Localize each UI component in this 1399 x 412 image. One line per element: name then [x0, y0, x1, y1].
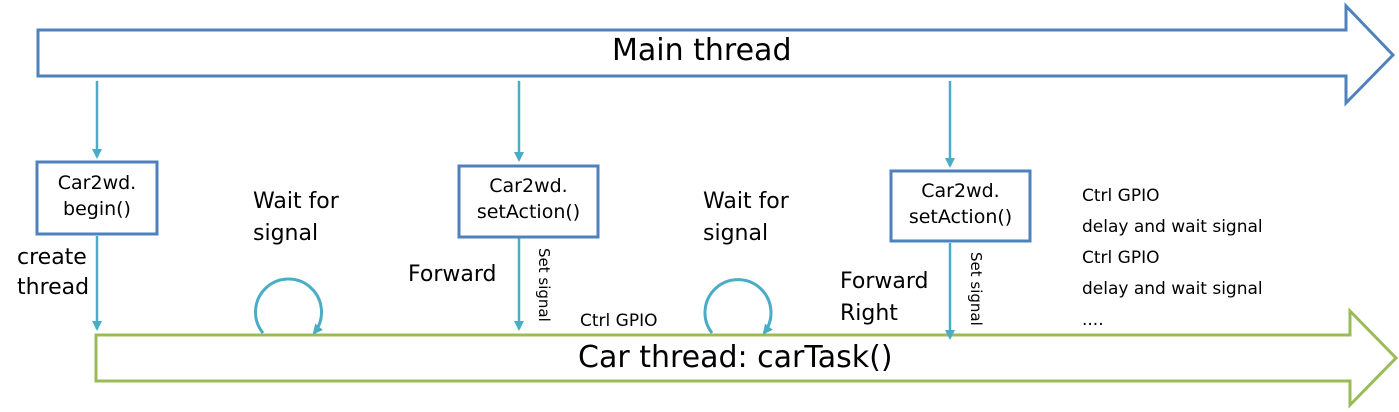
box-begin-line1: Car2wd.	[57, 172, 137, 194]
box-setaction-1-text: Car2wd. setAction()	[459, 174, 598, 225]
box-setaction-2-line1: Car2wd.	[921, 180, 1000, 202]
forward-right-label: Forward Right	[840, 266, 928, 330]
steps-list: Ctrl GPIO delay and wait signal Ctrl GPI…	[1082, 181, 1263, 336]
steps-item: delay and wait signal	[1082, 279, 1263, 299]
set-signal-label-1: Set signal	[535, 248, 553, 322]
forward-right-line2: Right	[840, 300, 898, 326]
wait-loop-2	[703, 278, 773, 335]
box-begin-line2: begin()	[63, 197, 131, 220]
box-begin-text: Car2wd. begin()	[37, 171, 157, 222]
box-setaction-2-text: Car2wd. setAction()	[891, 179, 1030, 230]
box-setaction-1-line1: Car2wd.	[489, 175, 568, 197]
wait-signal-2-line1: Wait for	[703, 189, 789, 214]
box-setaction-1-line2: setAction()	[476, 200, 581, 223]
wait-signal-2-line2: signal	[703, 220, 769, 246]
wait-signal-label-2: Wait for signal	[703, 186, 789, 250]
create-thread-line2: thread	[17, 274, 90, 300]
steps-item: Ctrl GPIO	[1082, 186, 1160, 206]
forward-label: Forward	[408, 262, 497, 287]
steps-item: delay and wait signal	[1082, 217, 1263, 237]
steps-item: Ctrl GPIO	[1082, 248, 1160, 268]
ctrl-gpio-label: Ctrl GPIO	[580, 311, 658, 331]
box-setaction-2	[889, 169, 1032, 243]
box-setaction-2-line2: setAction()	[908, 205, 1013, 228]
create-thread-label: create thread	[17, 243, 89, 302]
wait-loop-1	[254, 277, 323, 335]
box-setaction-1	[457, 164, 600, 239]
set-signal-label-2: Set signal	[967, 252, 985, 326]
steps-item: ....	[1082, 310, 1104, 330]
car-thread-arrow	[94, 307, 1399, 409]
wait-signal-label-1: Wait for signal	[253, 186, 339, 250]
car-thread-label: Car thread: carTask()	[578, 340, 893, 375]
main-thread-arrow	[36, 2, 1396, 107]
wait-signal-1-line2: signal	[253, 220, 319, 246]
box-begin	[35, 160, 159, 236]
wait-signal-1-line1: Wait for	[253, 189, 339, 214]
main-thread-label: Main thread	[612, 33, 792, 68]
create-thread-line1: create	[17, 245, 87, 270]
forward-right-line1: Forward	[840, 269, 929, 294]
